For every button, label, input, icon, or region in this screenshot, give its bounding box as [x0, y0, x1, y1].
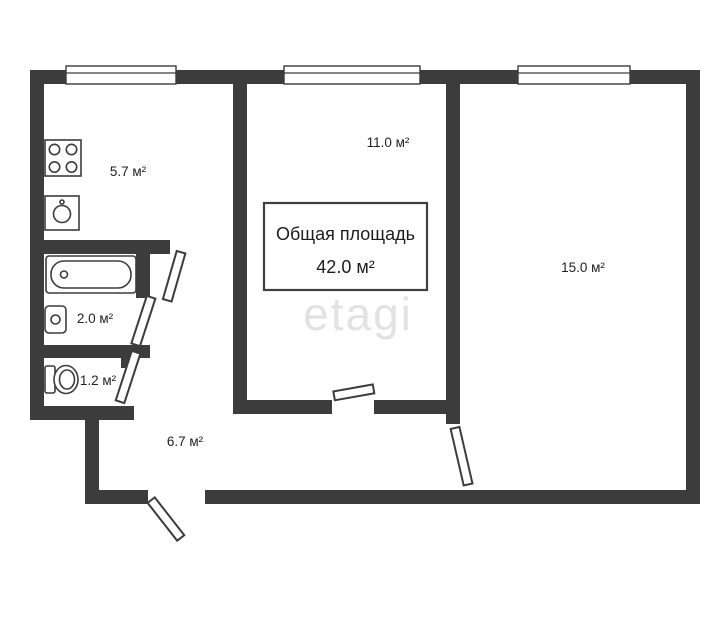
total-area-box: Общая площадь 42.0 м²	[262, 201, 429, 292]
window-room-11	[283, 65, 421, 85]
wall-bathroom-bottom	[30, 345, 150, 358]
wall-room-divider	[446, 70, 460, 424]
wall-room11-bottom-left-segment	[233, 400, 332, 414]
entrance-door	[146, 495, 186, 543]
wall-kitchen-bottom	[30, 240, 170, 254]
window-room-15	[517, 65, 631, 85]
wall-bathroom-right-stub	[136, 240, 150, 298]
stove-icon	[44, 139, 82, 177]
wall-right	[686, 70, 700, 504]
room-15-area-label: 15.0 м²	[561, 260, 605, 275]
watermark-text: etagi	[303, 288, 413, 340]
washbasin-icon	[44, 305, 67, 334]
room15-door	[449, 425, 474, 487]
window-kitchen	[65, 65, 177, 85]
bathroom-area-label: 2.0 м²	[77, 311, 114, 326]
kitchen-area-label: 5.7 м²	[110, 164, 147, 179]
total-area-value: 42.0 м²	[316, 257, 374, 277]
total-area-title: Общая площадь	[276, 224, 415, 244]
bathtub-icon	[45, 255, 137, 294]
kitchen-door	[161, 249, 187, 303]
wall-hall-left	[85, 406, 99, 504]
wall-room11-left	[233, 70, 247, 414]
wall-bottom-left-segment	[85, 490, 148, 504]
toilet-door	[114, 349, 142, 405]
toilet-icon	[44, 364, 79, 395]
hallway-area-label: 6.7 м²	[167, 434, 204, 449]
bathroom-door	[130, 294, 157, 348]
wall-room11-bottom-right-segment	[374, 400, 460, 414]
room-11-area-label: 11.0 м²	[367, 135, 410, 150]
wall-bottom-right-segment	[205, 490, 700, 504]
room11-door	[332, 383, 376, 402]
wall-toilet-bottom	[30, 406, 134, 420]
kitchen-sink-icon	[44, 195, 80, 231]
toilet-area-label: 1.2 м²	[80, 373, 117, 388]
